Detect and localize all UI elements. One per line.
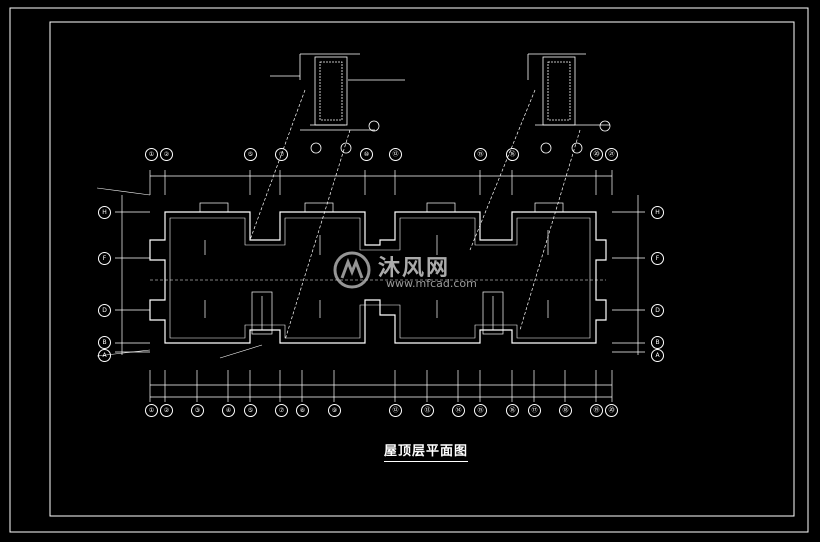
grid-label-top: ㉑ bbox=[605, 148, 618, 161]
grid-label-bottom: ⑱ bbox=[559, 404, 572, 417]
grid-label-right: H bbox=[651, 206, 664, 219]
grid-label-top: ⑩ bbox=[360, 148, 373, 161]
detail-right bbox=[527, 53, 611, 154]
grid-label-right: A bbox=[651, 349, 664, 362]
roof-hatches bbox=[199, 202, 564, 213]
parapet-lines bbox=[150, 217, 606, 339]
grid-label-top: ⑳ bbox=[590, 148, 603, 161]
grid-label-bottom: ⑮ bbox=[474, 404, 487, 417]
grid-label-bottom: ⑯ bbox=[506, 404, 519, 417]
detail-left bbox=[270, 53, 405, 154]
bottom-dimensions bbox=[149, 370, 613, 402]
top-dimensions bbox=[149, 170, 613, 195]
inner-frame bbox=[49, 21, 795, 517]
grid-label-left: H bbox=[98, 206, 111, 219]
grid-label-bottom: ③ bbox=[191, 404, 204, 417]
grid-label-right: F bbox=[651, 252, 664, 265]
mfcad-logo-icon bbox=[333, 251, 371, 289]
grid-label-bottom: ⑳ bbox=[605, 404, 618, 417]
grid-label-top: ① bbox=[145, 148, 158, 161]
roof-outline bbox=[149, 211, 607, 344]
stairwells bbox=[251, 291, 504, 335]
grid-label-top: ⑯ bbox=[506, 148, 519, 161]
grid-label-right: B bbox=[651, 336, 664, 349]
grid-label-top: ⑦ bbox=[275, 148, 288, 161]
grid-label-bottom: ① bbox=[145, 404, 158, 417]
grid-label-top: ② bbox=[160, 148, 173, 161]
drawing-title: 屋顶层平面图 bbox=[384, 440, 469, 462]
watermark-text: 沐风网 bbox=[378, 256, 451, 281]
grid-label-right: D bbox=[651, 304, 664, 317]
grid-label-bottom: ② bbox=[160, 404, 173, 417]
grid-label-left: B bbox=[98, 336, 111, 349]
grid-label-bottom: ⑧ bbox=[296, 404, 309, 417]
watermark-url: www.mfcad.com bbox=[386, 277, 477, 290]
grid-label-top: ⑤ bbox=[244, 148, 257, 161]
grid-label-bottom: ⑬ bbox=[421, 404, 434, 417]
grid-label-bottom: ⑦ bbox=[275, 404, 288, 417]
grid-label-bottom: ⑭ bbox=[452, 404, 465, 417]
grid-label-left: A bbox=[98, 349, 111, 362]
grid-label-left: F bbox=[98, 252, 111, 265]
grid-label-bottom: ⑨ bbox=[328, 404, 341, 417]
grid-label-bottom: ⑫ bbox=[389, 404, 402, 417]
leader-lines bbox=[249, 89, 581, 341]
drainage-arrows bbox=[204, 230, 549, 318]
outer-frame bbox=[9, 7, 809, 533]
grid-label-bottom: ④ bbox=[222, 404, 235, 417]
grid-label-bottom: ⑤ bbox=[244, 404, 257, 417]
grid-label-bottom: ⑰ bbox=[528, 404, 541, 417]
grid-label-left: D bbox=[98, 304, 111, 317]
grid-label-top: ⑮ bbox=[474, 148, 487, 161]
side-dimensions bbox=[115, 195, 645, 355]
grid-label-top: ⑫ bbox=[389, 148, 402, 161]
grid-label-bottom: ⑲ bbox=[590, 404, 603, 417]
